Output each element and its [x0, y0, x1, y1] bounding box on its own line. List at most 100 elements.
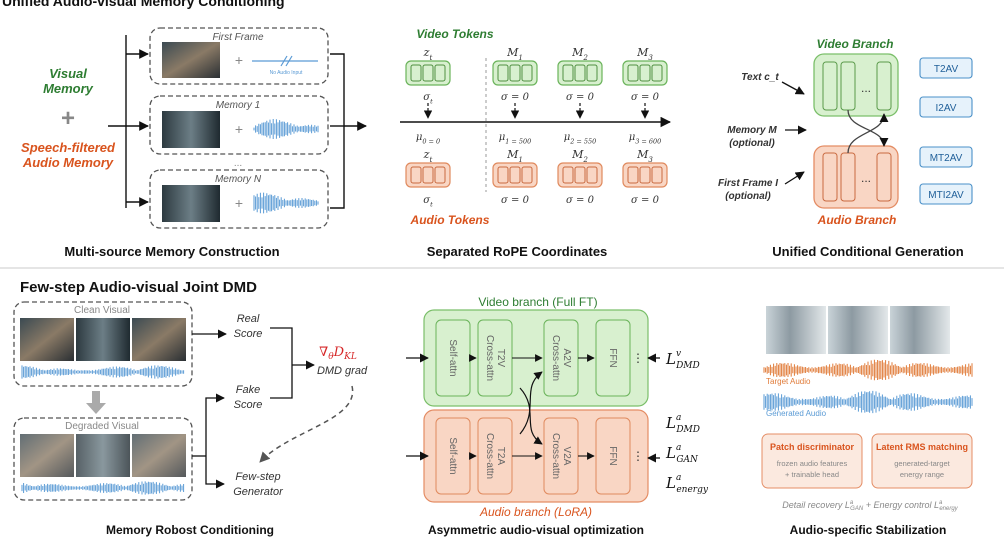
dmd-grad-label: DMD grad — [317, 365, 368, 377]
video-branch-label: Video Branch — [817, 37, 894, 51]
audio-token-cell — [434, 166, 446, 184]
task-tag-t2av — [919, 57, 973, 79]
video-block-label-3: FFN — [607, 348, 618, 367]
memory-ellipsis: ... — [234, 158, 242, 169]
task-tag-label-mt2av: MT2AV — [930, 153, 963, 164]
audio-sigma-label-1: σ = 0 — [501, 195, 530, 206]
text-condition-label: Text c_t — [741, 72, 779, 83]
audio-tokens-label: Audio Tokens — [410, 213, 490, 227]
first-frame-label: First Frame — [212, 32, 264, 43]
audio-branch-layer-1 — [822, 152, 838, 202]
video-sigma-label-0: σt — [423, 92, 433, 106]
audio-branch-dots: ... — [861, 171, 871, 185]
first-frame-condition-label-1: First Frame I — [718, 178, 778, 189]
target-audio-label: Target Audio — [766, 377, 811, 386]
robust-caption: Memory Robost Conditioning — [106, 523, 274, 537]
score-merge-bracket — [270, 327, 293, 399]
video-sigma-label-3: σ = 0 — [631, 92, 660, 103]
video-branch-full-ft-label: Video branch (Full FT) — [478, 295, 597, 309]
real-score-label-1: Real — [237, 313, 260, 325]
rms-matching-desc-1: generated-target — [894, 459, 950, 468]
audio-token-cell — [651, 166, 663, 184]
video-branch-layer-3 — [876, 61, 892, 111]
video-block-label-0: Self-attn — [447, 339, 458, 376]
video-to-audio-arc — [847, 109, 889, 147]
asymmetric-caption: Asymmetric audio-visual optimization — [428, 523, 644, 537]
task-tag-mti2av — [919, 183, 973, 205]
visual-memory-label-1: Visual — [49, 66, 87, 81]
video-dots: ⋮ — [632, 351, 644, 365]
memory-1-thumbnail — [162, 111, 220, 148]
clean-frame-2 — [76, 318, 130, 361]
rms-matching-desc-2: energy range — [900, 470, 944, 479]
stab-frame-2 — [828, 306, 888, 354]
patch-discriminator-desc-1: frozen audio features — [777, 459, 848, 468]
mu-label-2: μ2 = 550 — [564, 132, 597, 146]
task-tag-mt2av — [919, 146, 973, 168]
clean-frame-1 — [20, 318, 74, 361]
fake-score-label-1: Fake — [236, 384, 260, 396]
patch-discriminator-desc-2: + trainable head — [785, 470, 839, 479]
memory-n-label: Memory N — [215, 174, 262, 185]
video-sigma-label-2: σ = 0 — [566, 92, 595, 103]
video-token-cell — [562, 64, 574, 82]
visual-memory-label-2: Memory — [43, 81, 94, 96]
memory-n-thumbnail — [162, 185, 220, 222]
first-frame-box — [149, 27, 329, 85]
audio-token-cell — [627, 166, 639, 184]
video-token-cell — [521, 64, 533, 82]
degraded-visual-box — [13, 417, 193, 501]
asymmetric-panel: Video branch (Full FT) Audio branch (LoR… — [406, 295, 709, 537]
video-token-cell — [627, 64, 639, 82]
task-tag-label-i2av: I2AV — [936, 103, 957, 114]
generated-audio-waveform — [763, 390, 973, 414]
unified-caption: Unified Conditional Generation — [772, 244, 963, 259]
degrade-arrow-head — [86, 403, 106, 414]
video-block-label-2: A2VCross-attn — [550, 335, 572, 381]
audio-token-cell — [521, 166, 533, 184]
audio-token-label-3: M3 — [636, 148, 653, 164]
video-sigma-label-1: σ = 0 — [501, 92, 530, 103]
clean-visual-label: Clean Visual — [74, 305, 130, 316]
video-token-cell — [586, 64, 598, 82]
audio-dots: ⋮ — [632, 449, 644, 463]
unified-generation-panel: Video Branch ... ... Audio Branch Text c… — [718, 37, 973, 259]
degraded-visual-label: Degraded Visual — [65, 421, 139, 432]
real-score-label-2: Score — [234, 328, 263, 340]
memory-construction-panel: Visual Memory + Speech-filtered Audio Me… — [21, 27, 367, 259]
mu-label-1: μ1 = 500 — [499, 132, 532, 146]
degraded-frame-1 — [20, 434, 74, 477]
rms-matching-title: Latent RMS matching — [876, 442, 968, 452]
first-frame-condition-label-2: (optional) — [725, 191, 771, 202]
clean-audio-waveform — [21, 365, 185, 379]
video-token-label-1: M1 — [506, 46, 523, 62]
degraded-frame-2 — [76, 434, 130, 477]
audio-token-cell — [574, 166, 586, 184]
audio-memory-label-2: Audio Memory — [22, 155, 114, 170]
generator-label-1: Few-step — [235, 471, 280, 483]
audio-token-cell — [410, 166, 422, 184]
video-tokens-label: Video Tokens — [416, 27, 493, 41]
plus-sign: + — [61, 105, 75, 132]
dmd-to-generator-dashed-arrow — [259, 385, 354, 463]
plus-icon-2: + — [235, 121, 243, 137]
degraded-to-generator-arrow — [205, 456, 225, 489]
video-token-cell — [434, 64, 446, 82]
video-token-cell — [574, 64, 586, 82]
audio-branch-lora-label: Audio branch (LoRA) — [479, 505, 592, 519]
audio-sigma-label-3: σ = 0 — [631, 195, 660, 206]
audio-token-label-1: M1 — [506, 148, 523, 164]
plus-icon-3: + — [235, 195, 243, 211]
stab-frame-1 — [766, 306, 826, 354]
plus-icon-1: + — [235, 52, 243, 68]
audio-block-label-1: T2ACross-attn — [484, 433, 506, 479]
stabilization-caption: Audio-specific Stabilization — [790, 523, 947, 537]
memory-n-box — [149, 169, 329, 229]
clean-frame-3 — [132, 318, 186, 361]
audio-token-cell — [586, 166, 598, 184]
